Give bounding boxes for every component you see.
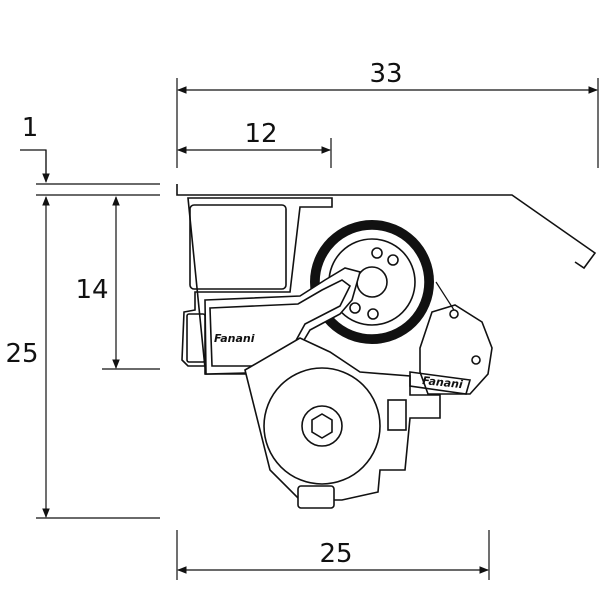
front-bracket: Fanani xyxy=(409,281,493,395)
dimension-label-33: 33 xyxy=(369,59,402,89)
hub-screw-3 xyxy=(349,302,361,314)
dimension-upper-height: 14 xyxy=(75,196,160,370)
drive-foot xyxy=(297,485,335,509)
front-bracket-plate xyxy=(419,304,493,395)
dimension-label-14: 14 xyxy=(75,275,108,305)
dimension-gap: 1 xyxy=(20,113,160,196)
dimension-label-25-horizontal: 25 xyxy=(319,539,352,569)
bracket-brand-label: Fanani xyxy=(422,374,464,391)
leader-line-1 xyxy=(20,149,47,180)
bracket-screw-bottom xyxy=(471,355,481,365)
dimension-overall-width: 33 xyxy=(176,59,599,168)
front-bracket-lip xyxy=(409,371,472,395)
side-arm: Fanani xyxy=(204,267,361,375)
hub-screw-4 xyxy=(367,308,379,320)
arm-brand-label: Fanani xyxy=(214,332,255,345)
dimension-label-1: 1 xyxy=(22,113,39,143)
drive-unit xyxy=(263,367,381,509)
top-cover-plate xyxy=(176,184,597,270)
hex-nut-icon xyxy=(311,413,333,439)
drive-nut-ring xyxy=(301,405,343,447)
dimension-label-12: 12 xyxy=(244,119,277,149)
drive-housing xyxy=(263,367,381,485)
hub-screw-2 xyxy=(387,254,399,266)
rear-profile-chamber xyxy=(189,204,287,290)
awning-cassette xyxy=(176,184,597,375)
dimension-total-height: 25 xyxy=(5,196,160,519)
dimension-top-offset: 12 xyxy=(177,119,332,168)
lower-body-tab xyxy=(387,399,407,431)
dimension-label-25-vertical: 25 xyxy=(5,339,38,369)
dimension-bottom-width: 25 xyxy=(176,530,490,580)
arm-plate-inner xyxy=(209,279,352,367)
hub-screw-1 xyxy=(371,247,383,259)
tension-cable xyxy=(435,281,455,311)
